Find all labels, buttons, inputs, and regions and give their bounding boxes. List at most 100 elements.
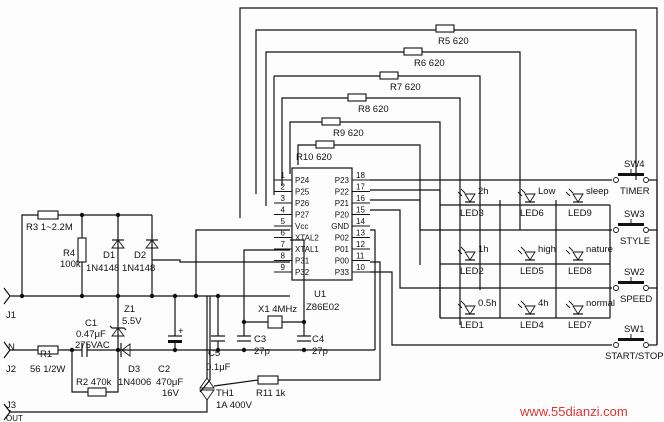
led-ref-label: LED2 bbox=[460, 266, 484, 277]
ic-u1: 1P242P253P264P275Vcc6XTAL27XTAL18P319P32… bbox=[274, 167, 370, 313]
n-label: N bbox=[8, 342, 15, 353]
led-ray bbox=[517, 249, 523, 255]
ic-pin-name: XTAL2 bbox=[295, 234, 319, 243]
led-mode-label: 1h bbox=[478, 244, 489, 255]
r1-label: R1 bbox=[40, 349, 52, 360]
ic-pin-name: P00 bbox=[335, 257, 350, 266]
led-ref-label: LED8 bbox=[568, 266, 592, 277]
ic-pin-name: P22 bbox=[335, 188, 350, 197]
led-ref-label: LED4 bbox=[520, 320, 544, 331]
top-resistor-bus: R5 620 R6 620 R7 620 R8 620 R9 620 R10 6… bbox=[239, 7, 658, 345]
power-supply bbox=[9, 210, 381, 413]
led-triangle bbox=[572, 251, 584, 261]
led-ray bbox=[457, 303, 463, 309]
crystal-label: X1 4MHz bbox=[258, 304, 297, 315]
c2-label: C2 bbox=[158, 364, 170, 375]
led-ray bbox=[457, 191, 463, 197]
led-ref-label: LED5 bbox=[520, 266, 544, 277]
ic-pin-name: XTAL1 bbox=[295, 245, 319, 254]
r11-resistor bbox=[257, 375, 279, 385]
led-ref-label: LED6 bbox=[520, 208, 544, 219]
led-ray bbox=[460, 246, 466, 252]
c4-value: 27p bbox=[312, 346, 328, 357]
led-triangle bbox=[572, 193, 584, 203]
switch-contact bbox=[613, 342, 619, 348]
ic-pin-name: P23 bbox=[335, 176, 350, 185]
ic-pin-number: 5 bbox=[281, 217, 286, 226]
led-ray bbox=[568, 188, 574, 194]
c1-value2: 275VAC bbox=[75, 340, 110, 351]
ic-ref: U1 bbox=[314, 289, 326, 300]
led-ray bbox=[565, 191, 571, 197]
r2-resistor bbox=[87, 387, 107, 397]
ic-pin-name: P21 bbox=[335, 199, 350, 208]
d3-label: D3 bbox=[128, 364, 140, 375]
led-mode-label: Low bbox=[538, 186, 556, 197]
switch-ref: SW2 bbox=[624, 267, 645, 278]
ic-right-pins: 18P2317P2216P2115P2014GND13P0212P0111P00… bbox=[331, 171, 370, 277]
z1-label: Z1 bbox=[124, 304, 135, 315]
r3-label: R3 1~2.2M bbox=[26, 222, 73, 233]
led-mode-label: nature bbox=[586, 244, 613, 255]
c2-value: 470μF bbox=[156, 377, 183, 388]
led-mode-label: 0.5h bbox=[478, 298, 497, 309]
switch-function-label: TIMER bbox=[620, 186, 650, 197]
c3-value: 27p bbox=[254, 346, 270, 357]
led-ray bbox=[460, 188, 466, 194]
j3-label: J3 bbox=[6, 400, 16, 411]
watermark: www.55dianzi.com bbox=[519, 404, 628, 419]
ic-pin-number: 15 bbox=[356, 206, 365, 215]
led-triangle bbox=[524, 251, 536, 261]
switch-contact bbox=[643, 177, 649, 183]
led-ray bbox=[565, 249, 571, 255]
ic-pin-number: 7 bbox=[281, 240, 286, 249]
led-ray bbox=[568, 246, 574, 252]
led-ray bbox=[517, 191, 523, 197]
r11-label: R11 1k bbox=[256, 388, 286, 399]
switch-contact bbox=[643, 227, 649, 233]
switch-actuator bbox=[618, 338, 644, 341]
led-ref-label: LED7 bbox=[568, 320, 592, 331]
switch-contact bbox=[643, 285, 649, 291]
c1-value: 0.47μF bbox=[76, 329, 106, 340]
led-triangle bbox=[572, 305, 584, 315]
ic-pin-name: P27 bbox=[295, 211, 310, 220]
switch-contact bbox=[643, 342, 649, 348]
led-mode-label: 4h bbox=[538, 298, 549, 309]
ic-pin-number: 11 bbox=[356, 252, 365, 261]
c5-value: 0.1μF bbox=[206, 362, 231, 373]
ic-pin-name: Vcc bbox=[295, 222, 308, 231]
r9-label: R9 620 bbox=[333, 128, 364, 139]
led-triangle bbox=[464, 251, 476, 261]
led-mode-label: sleep bbox=[586, 186, 609, 197]
ic-pin-number: 18 bbox=[356, 171, 365, 180]
c4-label: C4 bbox=[312, 334, 324, 345]
r5-label: R5 620 bbox=[438, 36, 469, 47]
power-labels: R3 1~2.2M R4 100k D1 1N4148 D2 1N4148 Z1… bbox=[26, 222, 328, 411]
led-ref-label: LED9 bbox=[568, 208, 592, 219]
triac-value: 1A 400V bbox=[216, 400, 253, 411]
ic-pin-name: P20 bbox=[335, 211, 350, 220]
c3-label: C3 bbox=[254, 334, 266, 345]
d2-label: D2 bbox=[134, 250, 146, 261]
ic-pin-number: 17 bbox=[356, 183, 365, 192]
switch-function-label: SPEED bbox=[620, 294, 652, 305]
switch-actuator bbox=[618, 223, 644, 226]
triac-ref: TH1 bbox=[216, 388, 234, 399]
led-ray bbox=[568, 300, 574, 306]
ic-part: Z86E02 bbox=[306, 302, 339, 313]
r6-label: R6 620 bbox=[414, 58, 445, 69]
r5-resistor bbox=[435, 24, 455, 33]
switch-contact bbox=[613, 285, 619, 291]
r9-resistor bbox=[321, 117, 341, 126]
led-ray bbox=[520, 300, 526, 306]
d1-label: D1 bbox=[103, 250, 115, 261]
switch-function-label: STYLE bbox=[620, 236, 650, 247]
